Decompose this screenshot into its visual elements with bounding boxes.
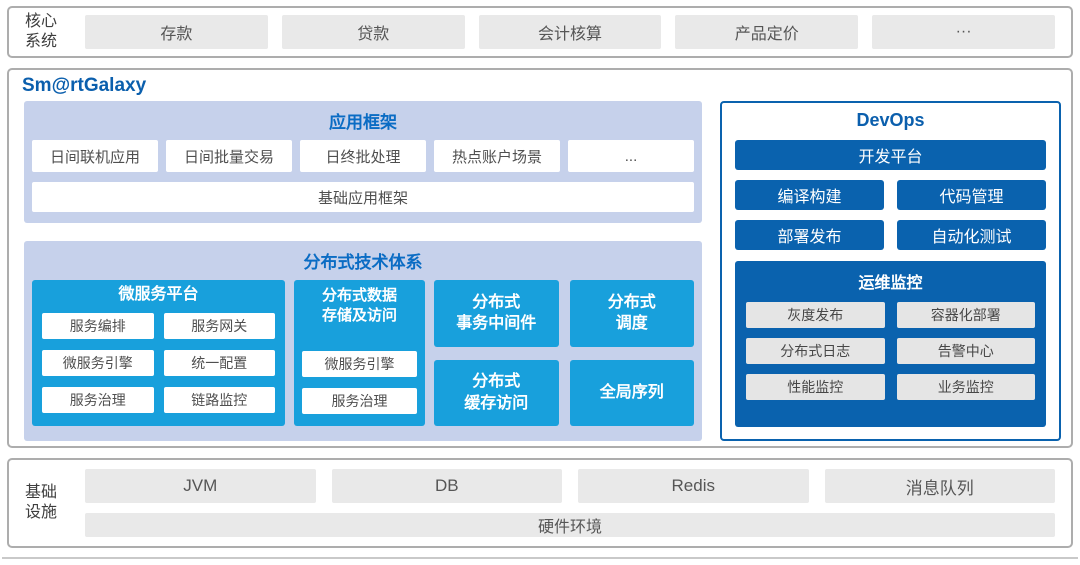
devops-row-1: 编译构建 代码管理 — [735, 180, 1046, 210]
distributed-tech-panel: 分布式技术体系 微服务平台 服务编排 服务网关 微服务引擎 统一配置 服务治理 … — [24, 241, 702, 441]
app-framework-title: 应用框架 — [329, 113, 397, 132]
core-system-box-loan: 贷款 — [281, 15, 465, 49]
devops-box-code-mgmt: 代码管理 — [897, 180, 1046, 210]
infra-box-mq: 消息队列 — [824, 469, 1055, 503]
microservice-platform-block: 微服务平台 服务编排 服务网关 微服务引擎 统一配置 服务治理 链路监控 — [32, 280, 285, 426]
devops-panel: DevOps 开发平台 编译构建 代码管理 部署发布 自动化测试 运维监控 灰度… — [720, 101, 1061, 441]
ops-monitor-block: 运维监控 灰度发布 容器化部署 分布式日志 告警中心 性能监控 业务监控 — [735, 261, 1046, 427]
app-box-more: ... — [568, 140, 694, 172]
smartgalaxy-panel: Sm@rtGalaxy 应用框架 日间联机应用 日间批量交易 日终批处理 热点账… — [7, 68, 1073, 448]
bottom-divider — [2, 557, 1078, 559]
infra-box-db: DB — [331, 469, 562, 503]
core-system-box-deposit: 存款 — [85, 15, 268, 49]
data-storage-title: 分布式数据 存储及访问 — [321, 287, 397, 324]
app-box-online: 日间联机应用 — [32, 140, 158, 172]
block-scheduler: 分布式 调度 — [569, 280, 694, 347]
distributed-tech-title: 分布式技术体系 — [303, 253, 423, 272]
app-framework-panel: 应用框架 日间联机应用 日间批量交易 日终批处理 热点账户场景 ... 基础应用… — [24, 101, 702, 223]
core-system-box-more: ··· — [872, 15, 1055, 49]
ops-box-alert-center: 告警中心 — [896, 338, 1035, 364]
infrastructure-label: 基础 设施 — [25, 484, 58, 521]
core-system-box-accounting: 会计核算 — [478, 15, 662, 49]
infra-box-redis: Redis — [578, 469, 809, 503]
ms-box-governance: 服务治理 — [42, 386, 154, 413]
infrastructure-row: JVM DB Redis 消息队列 — [85, 469, 1055, 503]
core-system-box-pricing: 产品定价 — [675, 15, 859, 49]
app-box-hot-account: 热点账户场景 — [434, 140, 560, 172]
storage-box-governance: 服务治理 — [302, 388, 417, 414]
ops-monitor-grid: 灰度发布 容器化部署 分布式日志 告警中心 性能监控 业务监控 — [746, 302, 1035, 400]
core-systems-label: 核心 系统 — [25, 13, 58, 50]
devops-box-deploy: 部署发布 — [735, 220, 884, 250]
core-systems-panel: 核心 系统 存款 贷款 会计核算 产品定价 ··· — [7, 6, 1073, 58]
devops-platform-box: 开发平台 — [735, 140, 1046, 170]
base-app-framework-box: 基础应用框架 — [32, 182, 694, 212]
ms-box-config: 统一配置 — [163, 349, 275, 376]
ms-box-gateway: 服务网关 — [163, 312, 275, 339]
data-storage-block: 分布式数据 存储及访问 微服务引擎 服务治理 — [294, 280, 425, 426]
infra-box-jvm: JVM — [85, 469, 316, 503]
block-global-sequence: 全局序列 — [569, 359, 694, 426]
ops-box-biz-monitor: 业务监控 — [896, 374, 1035, 400]
app-framework-row: 日间联机应用 日间批量交易 日终批处理 热点账户场景 ... — [32, 140, 694, 172]
ms-box-tracing: 链路监控 — [163, 386, 275, 413]
ops-monitor-title: 运维监控 — [858, 275, 923, 292]
microservice-platform-title: 微服务平台 — [118, 286, 199, 303]
ops-box-perf-monitor: 性能监控 — [746, 374, 885, 400]
ms-box-engine: 微服务引擎 — [42, 349, 154, 376]
storage-box-engine: 微服务引擎 — [302, 351, 417, 377]
infrastructure-panel: 基础 设施 JVM DB Redis 消息队列 硬件环境 — [7, 458, 1073, 548]
devops-title: DevOps — [856, 110, 925, 130]
devops-row-2: 部署发布 自动化测试 — [735, 220, 1046, 250]
devops-box-auto-test: 自动化测试 — [897, 220, 1046, 250]
smartgalaxy-title: Sm@rtGalaxy — [22, 75, 147, 96]
ops-box-gray-release: 灰度发布 — [746, 302, 885, 328]
app-box-eod-batch: 日终批处理 — [300, 140, 426, 172]
distributed-blocks-grid: 分布式 事务中间件 分布式 调度 分布式 缓存访问 全局序列 — [434, 280, 694, 426]
ms-box-orchestration: 服务编排 — [42, 312, 154, 339]
devops-box-build: 编译构建 — [735, 180, 884, 210]
app-box-batch-trade: 日间批量交易 — [166, 140, 292, 172]
core-systems-row: 存款 贷款 会计核算 产品定价 ··· — [85, 15, 1055, 49]
infrastructure-content: JVM DB Redis 消息队列 硬件环境 — [85, 469, 1055, 537]
hardware-env-box: 硬件环境 — [85, 513, 1055, 537]
block-cache-access: 分布式 缓存访问 — [434, 359, 559, 426]
distributed-tech-grid: 微服务平台 服务编排 服务网关 微服务引擎 统一配置 服务治理 链路监控 分布式… — [32, 280, 694, 426]
ops-box-container-deploy: 容器化部署 — [896, 302, 1035, 328]
block-transaction-middleware: 分布式 事务中间件 — [434, 280, 559, 347]
ops-box-distributed-log: 分布式日志 — [746, 338, 885, 364]
microservice-grid: 服务编排 服务网关 微服务引擎 统一配置 服务治理 链路监控 — [42, 312, 275, 413]
